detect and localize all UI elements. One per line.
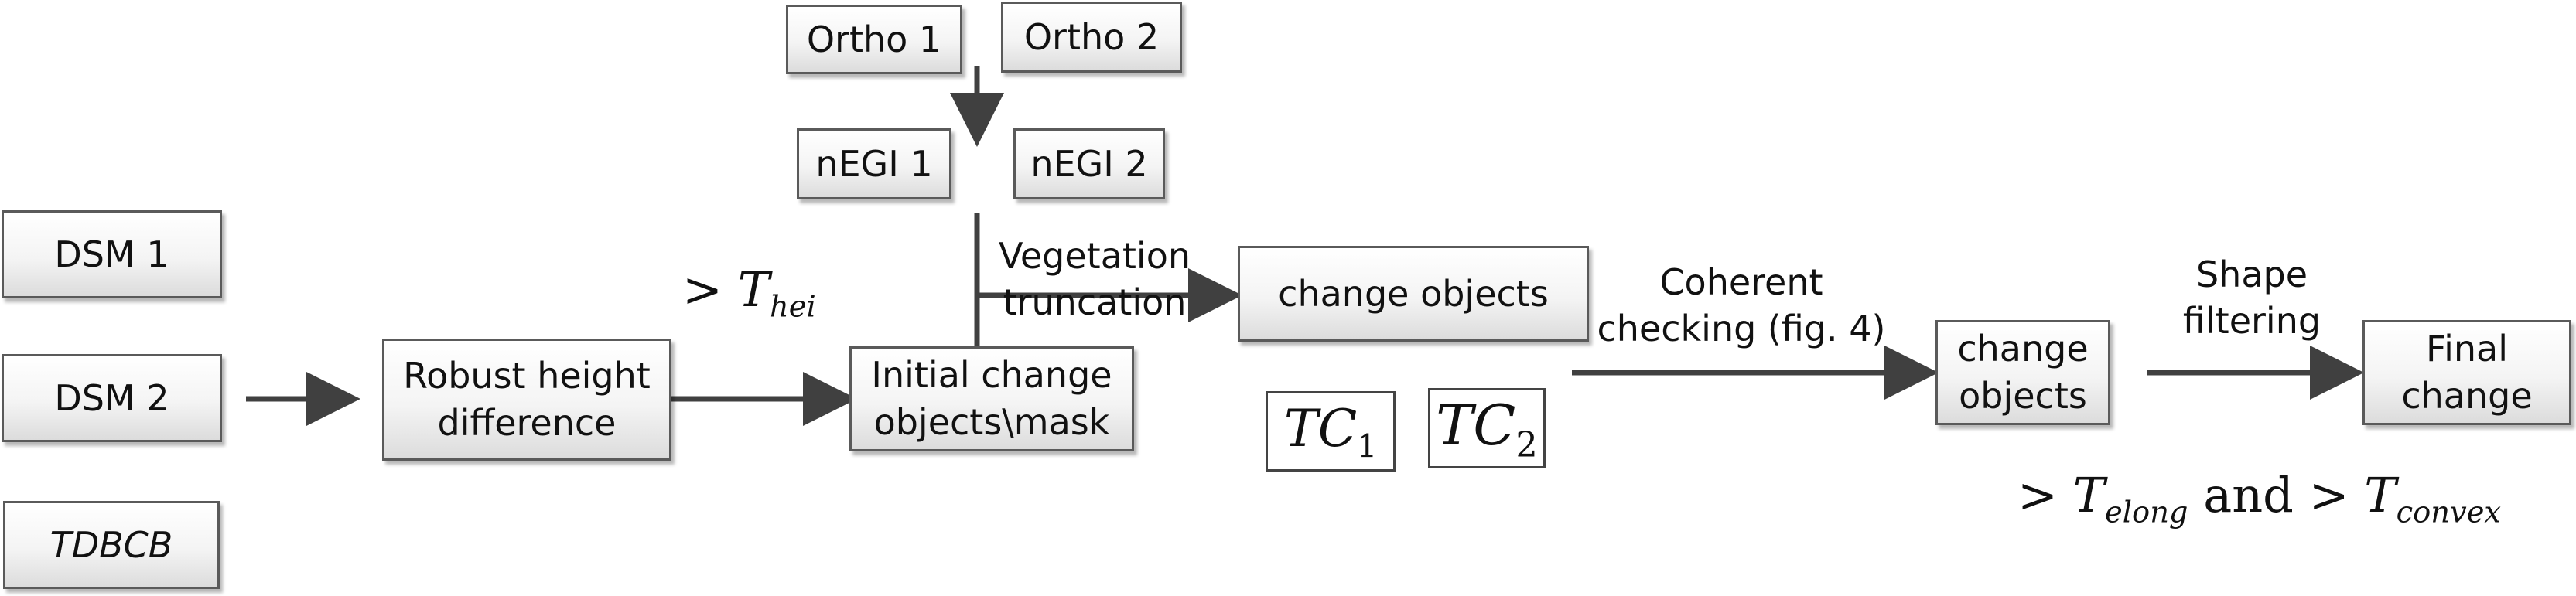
- final-change-line2: change: [2401, 375, 2533, 417]
- change-objects-box-1: change objects: [1238, 246, 1589, 342]
- ortho1-label: Ortho 1: [806, 18, 942, 60]
- shape-filtering-label: Shape filtering: [2163, 252, 2341, 345]
- vegetation-line2: truncation: [1003, 281, 1187, 323]
- dsm2-label: DSM 2: [54, 376, 169, 419]
- change-objects-1-label: change objects: [1278, 272, 1549, 315]
- change-objects-2-line2: objects: [1959, 375, 2087, 417]
- robust-height-line1: Robust height: [403, 355, 651, 397]
- shape-op1: >: [2017, 467, 2058, 523]
- tc2-base: TC: [1436, 392, 1516, 458]
- shape-sub1: elong: [2105, 495, 2188, 530]
- shape-and: and: [2203, 467, 2294, 523]
- negi1-label: nEGI 1: [815, 142, 933, 185]
- negi2-box: nEGI 2: [1013, 128, 1165, 199]
- shape-base2: T: [2364, 467, 2397, 523]
- hei-sub: hei: [770, 289, 816, 325]
- final-change-box: Final change: [2362, 320, 2571, 425]
- hei-base: T: [737, 261, 770, 318]
- robust-height-box: Robust height difference: [382, 339, 671, 461]
- negi2-label: nEGI 2: [1030, 142, 1148, 185]
- tc1-box: TC1: [1266, 391, 1396, 472]
- tc1-sub: 1: [1357, 427, 1378, 465]
- final-change-line1: Final: [2425, 328, 2508, 370]
- vegetation-line1: Vegetation: [998, 235, 1191, 277]
- dsm1-box: DSM 1: [2, 210, 222, 298]
- dsm2-box: DSM 2: [2, 354, 222, 442]
- coherent-checking-label: Coherent checking (fig. 4): [1575, 260, 1908, 352]
- tdbcb-label: TDBCB: [50, 523, 173, 566]
- dsm1-label: DSM 1: [54, 233, 169, 275]
- tdbcb-box: TDBCB: [3, 501, 220, 589]
- shape-op2: >: [2308, 467, 2349, 523]
- shape-threshold-label: > Telong and > Tconvex: [2017, 467, 2501, 530]
- tc2-box: TC2: [1428, 388, 1546, 468]
- ortho2-box: Ortho 2: [1001, 2, 1182, 73]
- shape-sub2: convex: [2396, 495, 2502, 530]
- ortho1-box: Ortho 1: [786, 5, 962, 74]
- height-threshold-label: > Thei: [682, 261, 816, 324]
- change-objects-2-line1: change: [1957, 328, 2089, 370]
- initial-change-line1: Initial change: [871, 354, 1112, 397]
- vegetation-truncation-label: Vegetation truncation: [982, 233, 1207, 326]
- initial-change-line2: objects\mask: [873, 401, 1110, 443]
- shape-line1: Shape: [2195, 254, 2308, 295]
- ortho2-label: Ortho 2: [1023, 15, 1160, 58]
- change-objects-box-2: change objects: [1935, 320, 2110, 425]
- robust-height-line2: difference: [437, 402, 617, 444]
- shape-line2: filtering: [2182, 299, 2321, 342]
- negi1-box: nEGI 1: [797, 128, 951, 199]
- coherent-line2: checking (fig. 4): [1597, 307, 1886, 349]
- hei-op: >: [682, 261, 723, 318]
- shape-base1: T: [2072, 467, 2106, 523]
- initial-change-box: Initial change objects\mask: [849, 346, 1134, 451]
- tc2-sub: 2: [1515, 424, 1538, 465]
- coherent-line1: Coherent: [1659, 261, 1823, 303]
- tc1-base: TC: [1283, 399, 1358, 459]
